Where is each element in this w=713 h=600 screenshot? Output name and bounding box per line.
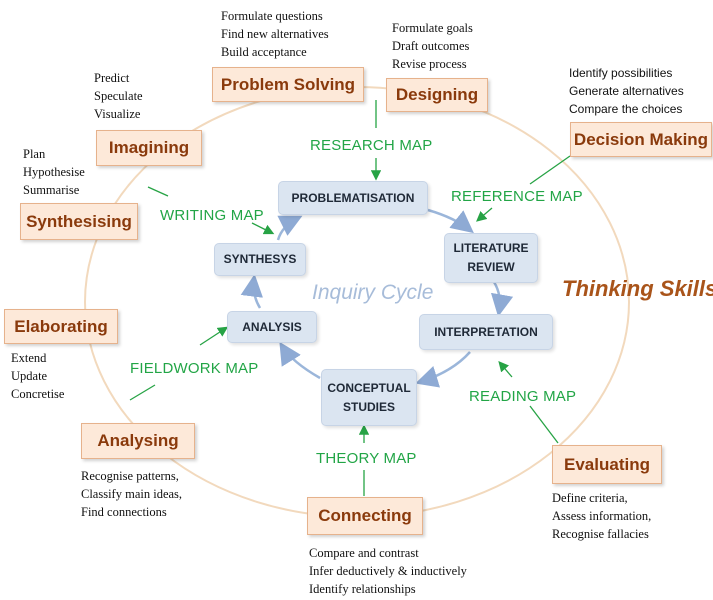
skill-item: Hypothesise	[23, 165, 85, 179]
research-map-label: RESEARCH MAP	[310, 137, 433, 154]
stage-label: INTERPRETATION	[434, 324, 538, 339]
fieldwork-map-connector	[129, 384, 156, 401]
stage-analysis: ANALYSIS	[227, 311, 317, 343]
decision-making-items: Identify possibilities Generate alternat…	[569, 64, 684, 118]
thinking-skills-title: Thinking Skills	[562, 276, 713, 301]
skill-item: Compare and contrast	[309, 546, 419, 560]
reading-map-arrow	[498, 361, 513, 378]
skill-item: Find connections	[81, 505, 167, 519]
elaborating-items: Extend Update Concretise	[11, 349, 64, 403]
skill-item: Generate alternatives	[569, 84, 684, 98]
skill-connecting: Connecting	[307, 497, 423, 535]
skill-item: Revise process	[392, 57, 467, 71]
skill-item: Find new alternatives	[221, 27, 329, 41]
skill-item: Extend	[11, 351, 47, 365]
stage-label: CONCEPTUAL	[327, 380, 411, 395]
reference-map-arrow	[476, 207, 493, 222]
skill-item: Summarise	[23, 183, 80, 197]
skill-evaluating: Evaluating	[552, 445, 662, 484]
imagining-items: Predict Speculate Visualize	[94, 69, 143, 123]
cycle-arrow-problematisation-to-literature	[427, 208, 474, 234]
skill-item: Identify possibilities	[569, 66, 673, 80]
evaluating-items: Define criteria, Assess information, Rec…	[552, 489, 651, 543]
stage-synthesys: SYNTHESYS	[214, 243, 306, 276]
skill-item: Plan	[23, 147, 46, 161]
skill-item: Recognise fallacies	[552, 527, 649, 541]
skill-item: Speculate	[94, 89, 143, 103]
designing-items: Formulate goals Draft outcomes Revise pr…	[392, 19, 473, 73]
skill-item: Update	[11, 369, 48, 383]
skill-item: Identify relationships	[309, 582, 416, 596]
skill-item: Infer deductively & inductively	[309, 564, 467, 578]
analysing-items: Recognise patterns, Classify main ideas,…	[81, 467, 182, 521]
reference-map-connector	[529, 155, 571, 185]
skill-item: Predict	[94, 71, 130, 85]
stage-label: LITERATURE	[453, 241, 529, 256]
synthesising-items: Plan Hypothesise Summarise	[23, 145, 85, 199]
skill-item: Draft outcomes	[392, 39, 470, 53]
skill-item: Define criteria,	[552, 491, 628, 505]
writing-map-connector	[147, 186, 169, 197]
skill-problem-solving: Problem Solving	[212, 67, 364, 102]
cycle-arrow-literature-to-interpretation	[490, 281, 514, 317]
cycle-arrow-conceptual-to-analysis	[279, 341, 321, 380]
writing-map-arrow	[251, 222, 275, 235]
connecting-items: Compare and contrast Infer deductively &…	[309, 544, 467, 598]
stage-label: SYNTHESYS	[223, 252, 297, 267]
stage-literature-review: LITERATURE REVIEW	[444, 233, 538, 283]
skill-item: Formulate goals	[392, 21, 473, 35]
skill-decision-making: Decision Making	[570, 122, 712, 157]
theory-map-label: THEORY MAP	[316, 450, 417, 467]
skill-imagining: Imagining	[96, 130, 202, 166]
cycle-arrow-interpretation-to-conceptual	[415, 351, 471, 388]
stage-label: STUDIES	[342, 399, 395, 414]
reading-map-label: READING MAP	[469, 388, 577, 405]
writing-map-label: WRITING MAP	[160, 207, 264, 224]
stage-interpretation: INTERPRETATION	[419, 314, 553, 350]
skill-item: Assess information,	[552, 509, 652, 523]
skill-item: Formulate questions	[221, 9, 323, 23]
cycle-arrow-analysis-to-synthesys	[240, 274, 263, 309]
cycle-arrow-synthesys-to-problematisation	[276, 215, 303, 241]
skill-synthesising: Synthesising	[20, 203, 138, 240]
skill-designing: Designing	[386, 78, 488, 112]
skill-item: Compare the choices	[569, 102, 683, 116]
skill-item: Build acceptance	[221, 45, 307, 59]
skill-analysing: Analysing	[81, 423, 195, 459]
skill-item: Visualize	[94, 107, 141, 121]
fieldwork-map-arrow	[199, 326, 229, 346]
stage-problematisation: PROBLEMATISATION	[278, 181, 428, 215]
stage-label: REVIEW	[467, 260, 515, 274]
skill-item: Concretise	[11, 387, 65, 401]
skill-item: Recognise patterns,	[81, 469, 179, 483]
stage-label: PROBLEMATISATION	[291, 190, 415, 205]
fieldwork-map-label: FIELDWORK MAP	[130, 360, 259, 377]
skill-item: Classify main ideas,	[81, 487, 183, 501]
stage-conceptual-studies: CONCEPTUAL STUDIES	[321, 369, 417, 426]
inquiry-cycle-title: Inquiry Cycle	[312, 281, 434, 304]
reading-map-connector	[529, 405, 559, 444]
stage-label: ANALYSIS	[242, 319, 302, 334]
reference-map-label: REFERENCE MAP	[451, 188, 583, 205]
skill-elaborating: Elaborating	[4, 309, 118, 344]
problem-solving-items: Formulate questions Find new alternative…	[221, 7, 329, 61]
